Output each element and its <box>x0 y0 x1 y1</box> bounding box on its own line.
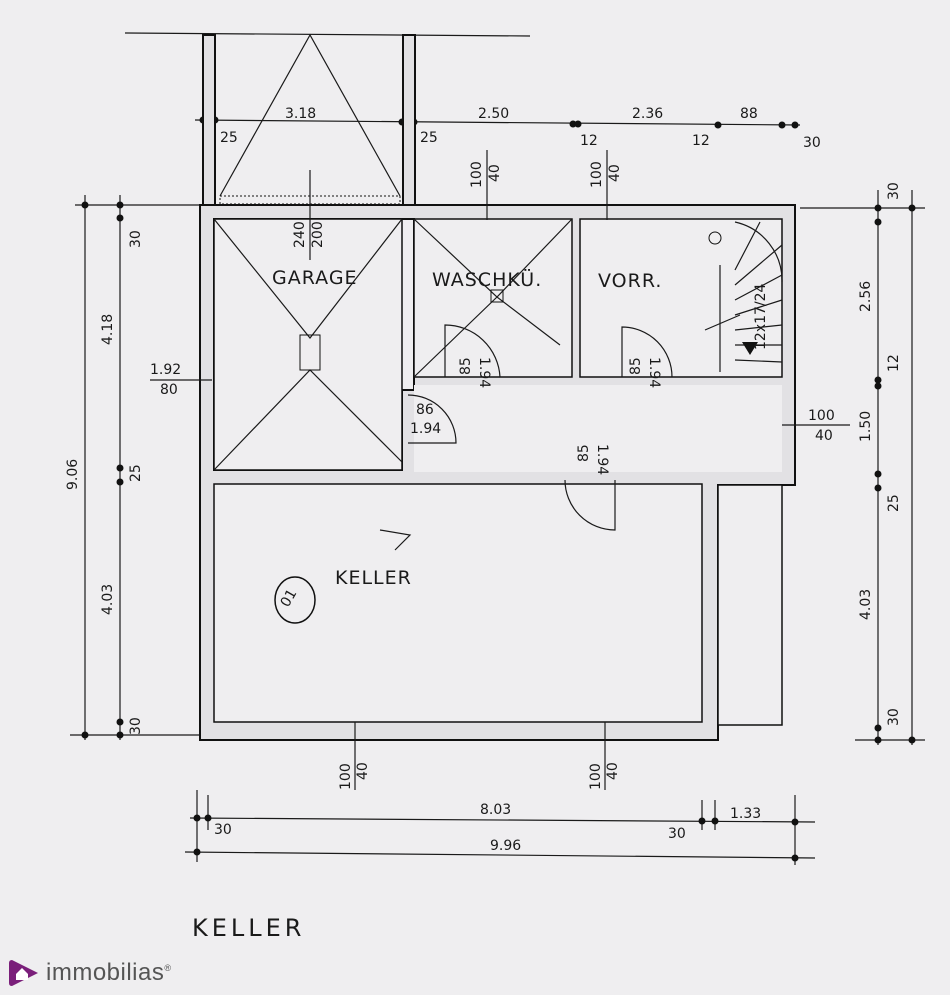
keller-door-width: 85 <box>576 444 592 462</box>
house-logo-icon <box>9 960 38 986</box>
dim-bottom-side: 1.33 <box>730 806 761 822</box>
dim-right-wall: 30 <box>886 708 902 726</box>
window-width: 100 <box>588 763 604 790</box>
registered-mark: ® <box>164 963 172 973</box>
room-label-keller: KELLER <box>335 567 412 589</box>
room-label-vorrat: VORR. <box>598 270 662 292</box>
dim-bottom-total: 9.96 <box>490 838 521 854</box>
dim-wall: 12 <box>580 133 598 149</box>
dim-left-wall: 30 <box>128 230 144 248</box>
dim-bottom-wall: 30 <box>214 822 232 838</box>
door-height: 1.94 <box>476 357 492 388</box>
garage-door-inner-width: 86 <box>416 402 434 418</box>
window-width: 100 <box>338 763 354 790</box>
window-height: 40 <box>607 164 623 182</box>
dim-stair-width: 88 <box>740 106 758 122</box>
window-height: 40 <box>487 164 503 182</box>
window-height: 40 <box>355 762 371 780</box>
brand-name: immobilias® <box>46 959 172 987</box>
room-number: 01 <box>278 587 301 610</box>
doors <box>379 324 673 551</box>
keller-door-height: 1.94 <box>594 444 610 475</box>
dim-bottom-wall: 30 <box>668 826 686 842</box>
garage-window-width: 1.92 <box>150 362 181 378</box>
window-markers <box>150 150 850 790</box>
plan-title: KELLER <box>192 914 305 942</box>
dim-wall: 12 <box>692 133 710 149</box>
dim-left-wall: 30 <box>128 717 144 735</box>
walls <box>199 34 796 741</box>
dim-right-wall: 25 <box>886 494 902 512</box>
dim-right-vorrat: 2.56 <box>858 281 874 312</box>
side-window-height: 40 <box>815 428 833 444</box>
door-width: 85 <box>458 357 474 375</box>
dim-right-keller: 4.03 <box>858 589 874 620</box>
dim-waschkueche-width: 2.50 <box>478 106 509 122</box>
garage-door-inner-height: 1.94 <box>410 421 441 437</box>
dim-garage-width: 3.18 <box>285 106 316 122</box>
door-width: 85 <box>628 357 644 375</box>
dim-left-wall: 25 <box>128 464 144 482</box>
staircase <box>704 221 783 372</box>
window-height: 40 <box>605 762 621 780</box>
brand-logo: immobilias® <box>8 958 172 988</box>
room-number-circle <box>274 576 316 624</box>
brand-text: immobilias <box>46 959 165 986</box>
garage-window-height: 80 <box>160 382 178 398</box>
room-label-garage: GARAGE <box>272 267 358 289</box>
dim-wall: 25 <box>420 130 438 146</box>
door-height: 1.94 <box>646 357 662 388</box>
side-window-width: 100 <box>808 408 835 424</box>
opening-labels: 100 40 100 40 240 200 1.92 80 85 1.94 85… <box>150 161 835 790</box>
dim-right-wall: 12 <box>886 354 902 372</box>
window-width: 100 <box>589 161 605 188</box>
dim-left-garage: 4.18 <box>100 314 116 345</box>
dim-right-wall: 30 <box>886 182 902 200</box>
dim-bottom-keller: 8.03 <box>480 802 511 818</box>
window-width: 100 <box>469 161 485 188</box>
room-label-waschkueche: WASCHKÜ. <box>432 268 542 291</box>
dim-wall: 30 <box>803 135 821 151</box>
dim-left-total: 9.06 <box>65 459 81 490</box>
dim-vorrat-width: 2.36 <box>632 106 663 122</box>
dim-right-hall: 1.50 <box>858 411 874 442</box>
dim-wall: 25 <box>220 130 238 146</box>
garage-door-width: 240 <box>292 221 308 248</box>
garage-door-height: 200 <box>310 221 326 248</box>
stair-spec: 12x17/24 <box>753 283 769 350</box>
dim-left-keller: 4.03 <box>100 584 116 615</box>
garage-lines <box>213 33 573 471</box>
